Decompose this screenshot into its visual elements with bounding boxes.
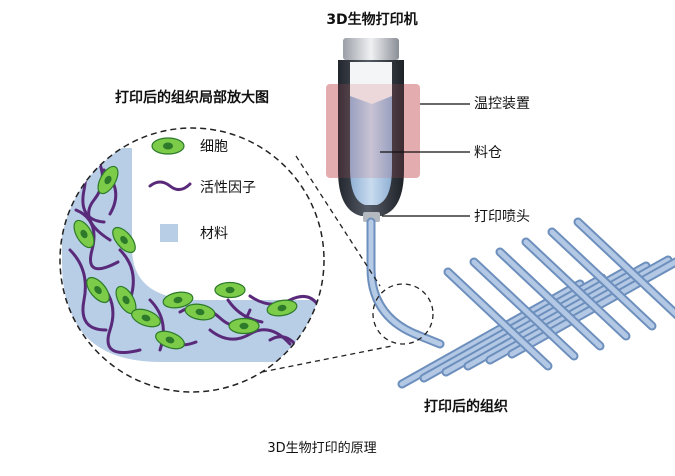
scaffold-rod-b (575, 219, 675, 317)
legend: 细胞 活性因子 材料 (148, 137, 256, 242)
cell (97, 165, 119, 195)
growth-factor-strand (87, 154, 112, 242)
cell (155, 330, 185, 350)
label-material-chamber: 料仓 (474, 145, 502, 161)
label-print-nozzle: 打印喷头 (474, 208, 530, 225)
scaffold-rod-a (465, 263, 649, 369)
cell (73, 219, 95, 249)
magnified-view-title: 打印后的组织局部放大图 (115, 89, 269, 106)
magnified-view-border (59, 127, 325, 393)
printer-top-cap (343, 38, 399, 60)
scaffold-rod-b (471, 259, 577, 359)
zoom-connector-lower (261, 345, 393, 373)
scaffold-rod-b (445, 269, 551, 369)
figure-caption: 3D生物打印的原理 (267, 440, 376, 456)
cell (162, 291, 194, 309)
zoom-source-circle (372, 283, 434, 345)
cell (266, 299, 298, 317)
scaffold-rod-b (497, 249, 603, 349)
printer-title: 3D生物打印机 (326, 11, 417, 28)
cell (112, 226, 136, 254)
scaffold-rod-a (509, 259, 675, 357)
cell (131, 308, 161, 328)
zoom-connector-upper (295, 155, 381, 287)
cells (73, 165, 298, 350)
legend-cell-label: 细胞 (200, 139, 228, 155)
legend-growth-factor-label: 活性因子 (200, 180, 256, 196)
legend-material-swatch (160, 224, 178, 242)
growth-factor-strand (74, 208, 120, 271)
printed-tissue-label: 打印后的组织 (424, 398, 508, 415)
printed-tissue-scaffold (397, 217, 675, 389)
legend-growth-factor-icon (148, 180, 192, 191)
scaffold-rod-b (523, 239, 629, 339)
cell (86, 276, 110, 304)
label-temperature-control: 温控装置 (474, 96, 530, 112)
legend-cell-icon (151, 137, 185, 155)
cell (184, 303, 216, 321)
scaffold-rod-b (549, 229, 655, 329)
growth-factor-strand (208, 328, 292, 346)
plunger (350, 62, 392, 104)
nozzle-tube-outline (366, 217, 445, 349)
growth-factor-strand (226, 298, 264, 324)
cell (228, 317, 260, 335)
magnified-view: 细胞 活性因子 材料 (59, 127, 325, 393)
printer (326, 38, 420, 222)
growth-factor-strand (148, 298, 165, 352)
print-nozzle-tip (363, 212, 380, 222)
growth-factor-strand (68, 248, 108, 332)
cell (214, 281, 246, 299)
legend-material-label: 材料 (200, 226, 228, 242)
